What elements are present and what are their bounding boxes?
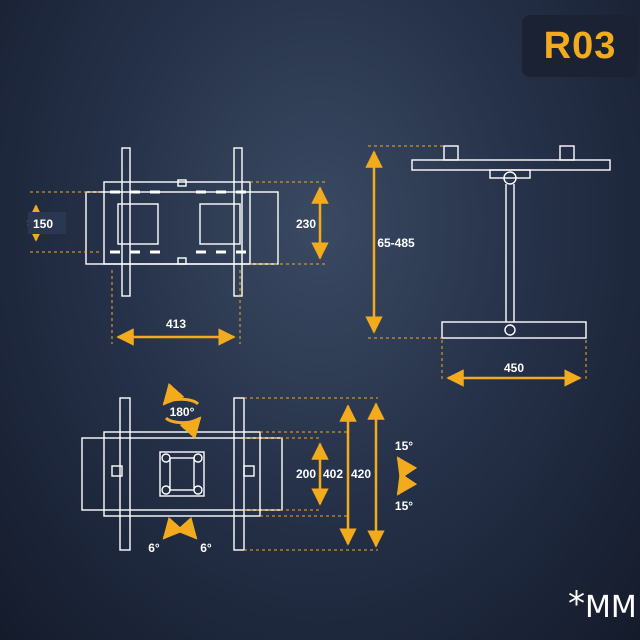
dim-pole-height: 65-485: [377, 236, 415, 250]
unit-star: *: [568, 584, 585, 624]
dim-front-outer-height: 230: [296, 217, 316, 231]
dim-front-height: 150: [33, 217, 53, 231]
unit-label: *MM: [568, 584, 637, 628]
rear-dimension-arrows: [311, 402, 385, 548]
rear-dimension-lines: [244, 397, 378, 551]
dim-rear-inner: 200: [296, 467, 316, 481]
model-badge: R03: [522, 15, 638, 77]
side-dimension-lines: [368, 145, 587, 382]
tilt-up-label: 15°: [395, 439, 413, 453]
tilt-arrow-icon: [396, 456, 418, 496]
swivel-right-label: 6°: [200, 541, 212, 555]
side-view: [411, 145, 611, 339]
side-dimension-arrows: [365, 150, 582, 387]
swivel-left-label: 6°: [148, 541, 160, 555]
tilt-down-label: 15°: [395, 499, 413, 513]
dim-rear-middle: 402: [323, 467, 343, 481]
label-bg: [28, 212, 66, 234]
front-view: [85, 147, 279, 297]
rotation-arrow-icon: [162, 382, 202, 440]
dim-rear-outer: 420: [351, 467, 371, 481]
dim-front-width: 413: [166, 317, 186, 331]
swivel-arrow-icon: [162, 516, 198, 540]
front-dimension-lines: [30, 181, 326, 344]
dim-base-width: 450: [504, 361, 524, 375]
unit-text: MM: [585, 590, 637, 625]
model-label: R03: [543, 24, 617, 67]
rear-view: [81, 397, 283, 551]
rotation-label: 180°: [170, 405, 195, 419]
